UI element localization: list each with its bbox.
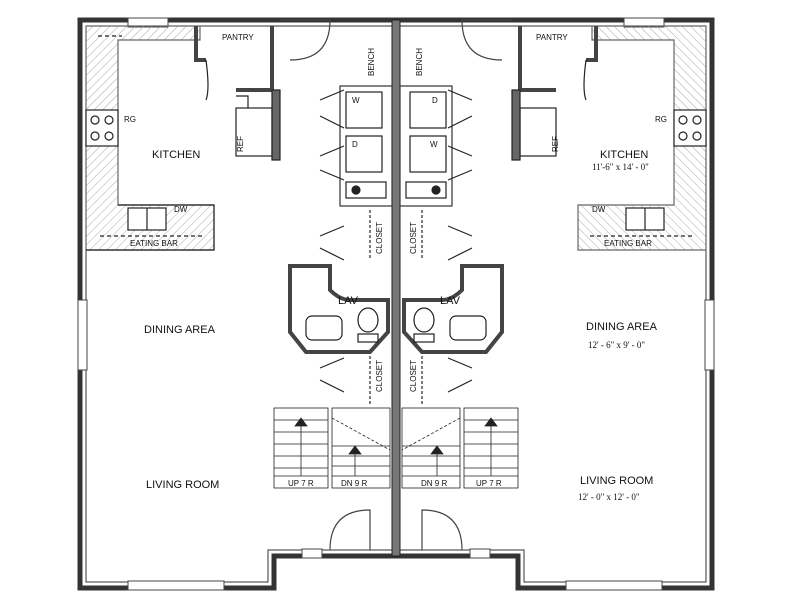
living-label-r: LIVING ROOM xyxy=(580,475,653,487)
ref-label-r: REF xyxy=(551,136,560,152)
dining-dim: 12' - 6" x 9' - 0" xyxy=(588,340,645,350)
rg-label-r: RG xyxy=(655,115,667,124)
kitchen-dim: 11'-6" x 14' - 0" xyxy=(592,162,649,172)
closet-label-2: CLOSET xyxy=(375,360,384,392)
living-dim: 12' - 0" x 12' - 0" xyxy=(578,492,640,502)
bench-label: BENCH xyxy=(367,48,376,76)
dn-label-r: DN 9 R xyxy=(421,479,447,488)
pantry-label-r: PANTRY xyxy=(536,33,568,42)
lav-label-r: LAV xyxy=(440,295,461,307)
party-wall xyxy=(391,19,401,557)
dryer-label: D xyxy=(352,140,358,149)
washer-label: W xyxy=(352,96,360,105)
bench-label-r: BENCH xyxy=(415,48,424,76)
dw-label-r: DW xyxy=(592,205,606,214)
right-unit xyxy=(399,19,707,551)
kitchen-label: KITCHEN xyxy=(152,149,200,161)
lav-label: LAV xyxy=(338,295,359,307)
dw-label: DW xyxy=(174,205,188,214)
dining-label-r: DINING AREA xyxy=(586,321,658,333)
closet-label-r-2: CLOSET xyxy=(409,360,418,392)
eating-bar-label: EATING BAR xyxy=(130,239,178,248)
rg-label: RG xyxy=(124,115,136,124)
left-unit xyxy=(85,19,393,551)
closet-label: CLOSET xyxy=(375,222,384,254)
right-labels: PANTRY BENCH RG REF KITCHEN 11'-6" x 14'… xyxy=(409,33,667,502)
closet-label-r: CLOSET xyxy=(409,222,418,254)
living-label: LIVING ROOM xyxy=(146,479,219,491)
washer-label-r: W xyxy=(430,140,438,149)
up-label: UP 7 R xyxy=(288,479,314,488)
kitchen-label-r: KITCHEN xyxy=(600,149,648,161)
dryer-label-r: D xyxy=(432,96,438,105)
pantry-label: PANTRY xyxy=(222,33,254,42)
up-label-r: UP 7 R xyxy=(476,479,502,488)
dining-label: DINING AREA xyxy=(144,324,216,336)
left-labels: PANTRY BENCH RG REF KITCHEN DW EATING BA… xyxy=(124,33,384,491)
eating-bar-label-r: EATING BAR xyxy=(604,239,652,248)
ref-label: REF xyxy=(236,136,245,152)
dn-label: DN 9 R xyxy=(341,479,367,488)
